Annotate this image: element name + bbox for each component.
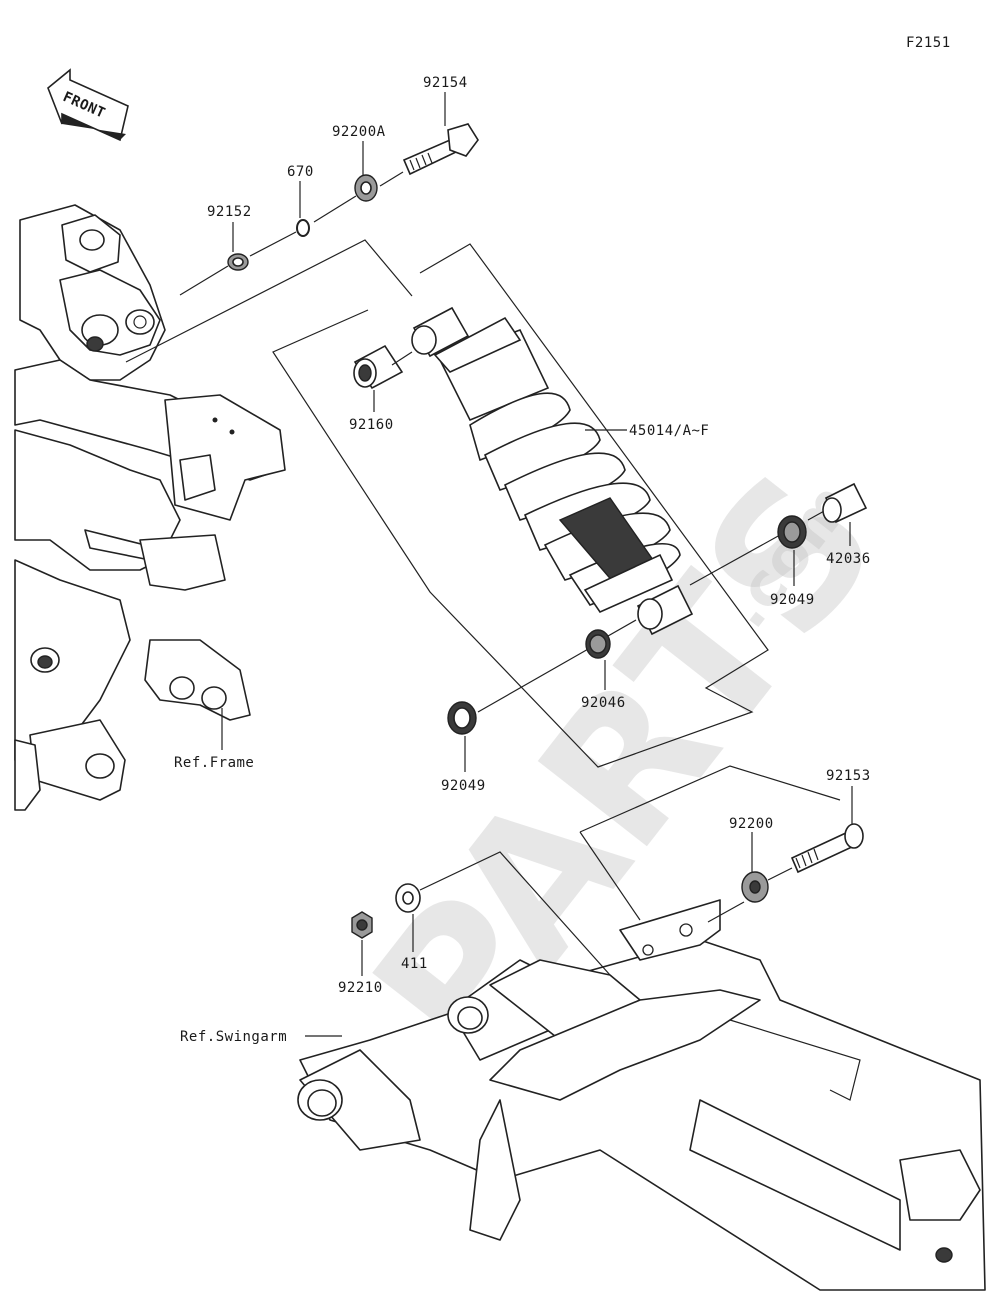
label-92049-left[interactable]: 92049 — [441, 778, 486, 794]
washer-92200[interactable] — [741, 871, 769, 903]
collar-top — [411, 306, 470, 358]
ref-swingarm-label[interactable]: Ref.Swingarm — [180, 1029, 287, 1045]
label-670[interactable]: 670 — [287, 164, 314, 180]
front-arrow-icon: FRONT — [47, 68, 129, 142]
label-92153[interactable]: 92153 — [826, 768, 871, 784]
label-92049-right[interactable]: 92049 — [770, 592, 815, 608]
label-92154[interactable]: 92154 — [423, 75, 468, 91]
lower-mount-hardware — [351, 823, 864, 939]
swingarm-drawing — [297, 899, 986, 1291]
bolt-92154[interactable] — [402, 123, 479, 176]
collar-92160[interactable] — [353, 344, 404, 390]
ref-frame-label[interactable]: Ref.Frame — [174, 755, 254, 771]
label-92210[interactable]: 92210 — [338, 980, 383, 996]
washer-92200a[interactable] — [354, 174, 378, 202]
leader-line — [767, 867, 793, 881]
nut-92210[interactable] — [351, 911, 373, 939]
group-outlines — [125, 239, 841, 976]
label-92200a[interactable]: 92200A — [332, 124, 386, 140]
seal-92049-right[interactable] — [777, 515, 807, 549]
label-92200[interactable]: 92200 — [729, 816, 774, 832]
leader-line — [607, 619, 637, 637]
figure-id: F2151 — [906, 35, 951, 51]
label-45014[interactable]: 45014/A~F — [629, 423, 709, 439]
leader-line — [689, 534, 781, 586]
label-411[interactable]: 411 — [401, 956, 428, 972]
leader-line — [313, 195, 357, 223]
part-labels: 92154 92200A 670 92152 92160 45014/A~F 4… — [174, 75, 871, 1045]
frame-drawing — [14, 204, 286, 811]
upper-mount-hardware — [179, 123, 479, 296]
lower-shock-hardware — [447, 482, 868, 735]
collar-42036[interactable] — [822, 482, 868, 524]
label-92152[interactable]: 92152 — [207, 204, 252, 220]
oring-670[interactable] — [296, 219, 310, 237]
leader-line — [477, 647, 591, 713]
leader-line — [707, 901, 745, 923]
leader-line — [379, 171, 404, 187]
seal-92049-left[interactable] — [447, 701, 477, 735]
label-92160[interactable]: 92160 — [349, 417, 394, 433]
lower-collar — [636, 584, 694, 636]
label-leaders — [221, 92, 853, 1037]
bushing-92152[interactable] — [227, 253, 249, 271]
leader-line — [179, 265, 229, 296]
label-42036[interactable]: 42036 — [826, 551, 871, 567]
label-92046[interactable]: 92046 — [581, 695, 626, 711]
leader-line — [249, 231, 297, 257]
bolt-92153[interactable] — [790, 823, 864, 874]
shock-absorber-45014[interactable] — [353, 306, 694, 636]
bushing-92046[interactable] — [585, 629, 611, 659]
washer-411[interactable] — [395, 883, 421, 913]
